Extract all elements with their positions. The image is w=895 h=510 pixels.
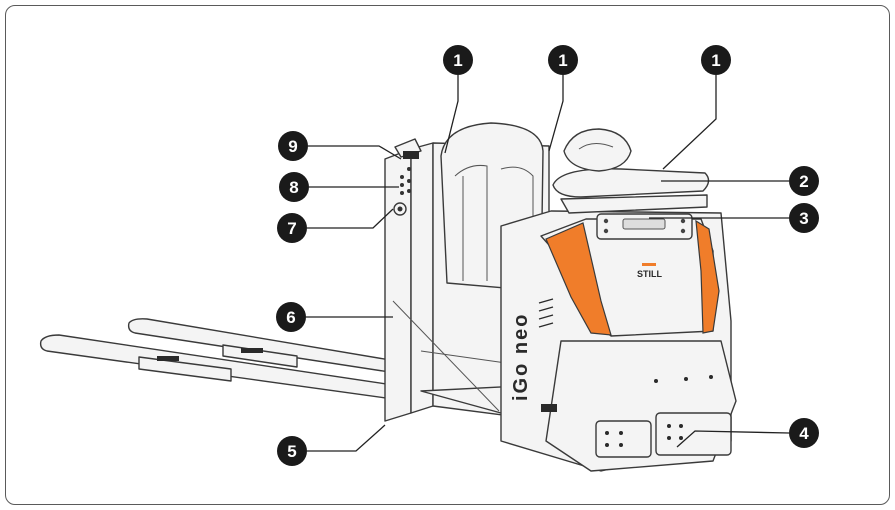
steering-wheel (552, 128, 710, 240)
callout-c8: 8 (279, 172, 309, 202)
forklift-illustration: iGo neo STILL (39, 45, 819, 472)
callout-label: 4 (799, 424, 809, 443)
callout-label: 7 (287, 219, 296, 238)
callout-label: 5 (287, 442, 296, 461)
model-label: iGo neo (510, 313, 532, 401)
callout-label: 6 (286, 308, 295, 327)
callout-c5: 5 (277, 436, 307, 466)
side-controls (393, 151, 419, 216)
callout-label: 1 (453, 51, 462, 70)
callout-label: 1 (711, 51, 720, 70)
callout-label: 8 (289, 178, 298, 197)
leader-lines (306, 75, 790, 452)
callout-c9: 9 (278, 131, 308, 161)
callout-label: 9 (288, 137, 297, 156)
callout-label: 1 (558, 51, 567, 70)
callout-c2: 2 (789, 166, 819, 196)
brand-logo: STILL (637, 269, 662, 279)
callout-c1c: 1 (701, 45, 731, 75)
callout-c7: 7 (277, 213, 307, 243)
callout-c4: 4 (789, 418, 819, 448)
forks (39, 318, 397, 400)
callout-c1a: 1 (443, 45, 473, 75)
callout-c1b: 1 (548, 45, 578, 75)
diagram-frame: iGo neo STILL (5, 5, 890, 505)
callout-label: 3 (799, 209, 808, 228)
callout-c6: 6 (276, 302, 306, 332)
callout-c3: 3 (789, 203, 819, 233)
steering-housing (500, 210, 737, 472)
callout-label: 2 (799, 172, 808, 191)
logo-stripe (642, 263, 656, 266)
